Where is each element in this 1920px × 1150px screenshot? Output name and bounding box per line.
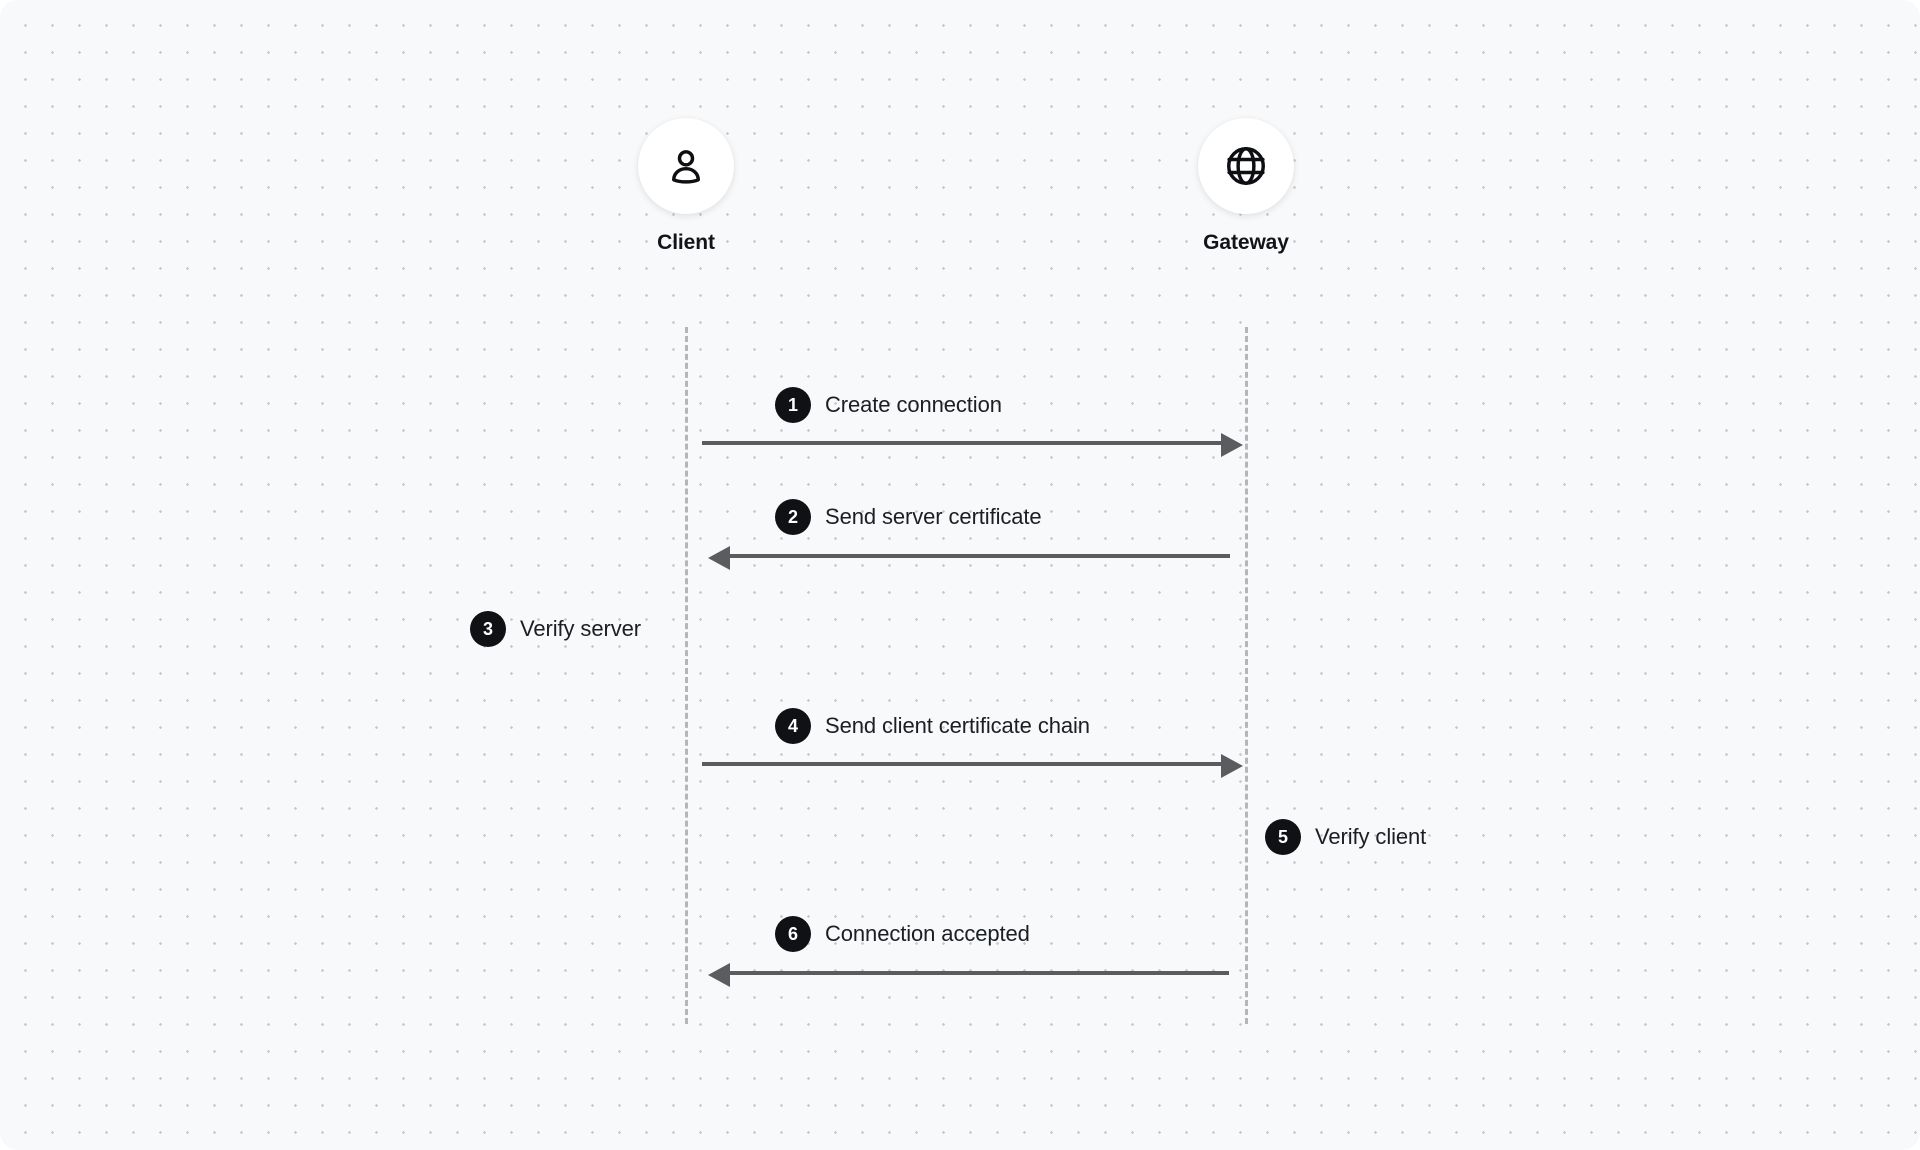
arrowhead-6-left	[708, 963, 730, 987]
step-5-label: Verify client	[1315, 824, 1427, 849]
step-3[interactable]: 3 Verify server	[470, 611, 641, 647]
lifeline-client	[684, 327, 688, 1024]
step-6-label: Connection accepted	[825, 921, 1030, 946]
message-line-1	[702, 441, 1224, 445]
arrowhead-2-left	[708, 546, 730, 570]
step-6-badge: 6	[775, 916, 811, 952]
lifeline-gateway	[1244, 327, 1248, 1024]
actor-gateway-avatar	[1198, 118, 1294, 214]
step-6[interactable]: 6 Connection accepted	[775, 916, 1030, 952]
step-4-label: Send client certificate chain	[825, 713, 1090, 738]
step-5[interactable]: 5 Verify client	[1265, 819, 1426, 855]
message-line-2	[730, 554, 1230, 558]
message-line-4	[702, 762, 1224, 766]
user-icon	[663, 143, 709, 189]
step-2[interactable]: 2 Send server certificate	[775, 499, 1042, 535]
step-1[interactable]: 1 Create connection	[775, 387, 1002, 423]
actor-gateway-label: Gateway	[1203, 231, 1289, 254]
step-1-badge: 1	[775, 387, 811, 423]
step-3-label: Verify server	[520, 616, 641, 641]
arrowhead-1-right	[1221, 433, 1243, 457]
step-3-badge: 3	[470, 611, 506, 647]
message-line-6	[730, 971, 1229, 975]
step-2-badge: 2	[775, 499, 811, 535]
step-4[interactable]: 4 Send client certificate chain	[775, 708, 1090, 744]
step-4-badge: 4	[775, 708, 811, 744]
actor-client-avatar	[638, 118, 734, 214]
actor-client[interactable]: Client	[556, 118, 816, 255]
step-2-label: Send server certificate	[825, 504, 1042, 529]
actor-client-label: Client	[657, 231, 715, 254]
arrowhead-4-right	[1221, 754, 1243, 778]
globe-icon	[1223, 143, 1269, 189]
actor-gateway[interactable]: Gateway	[1116, 118, 1376, 255]
step-1-label: Create connection	[825, 392, 1002, 417]
step-5-badge: 5	[1265, 819, 1301, 855]
